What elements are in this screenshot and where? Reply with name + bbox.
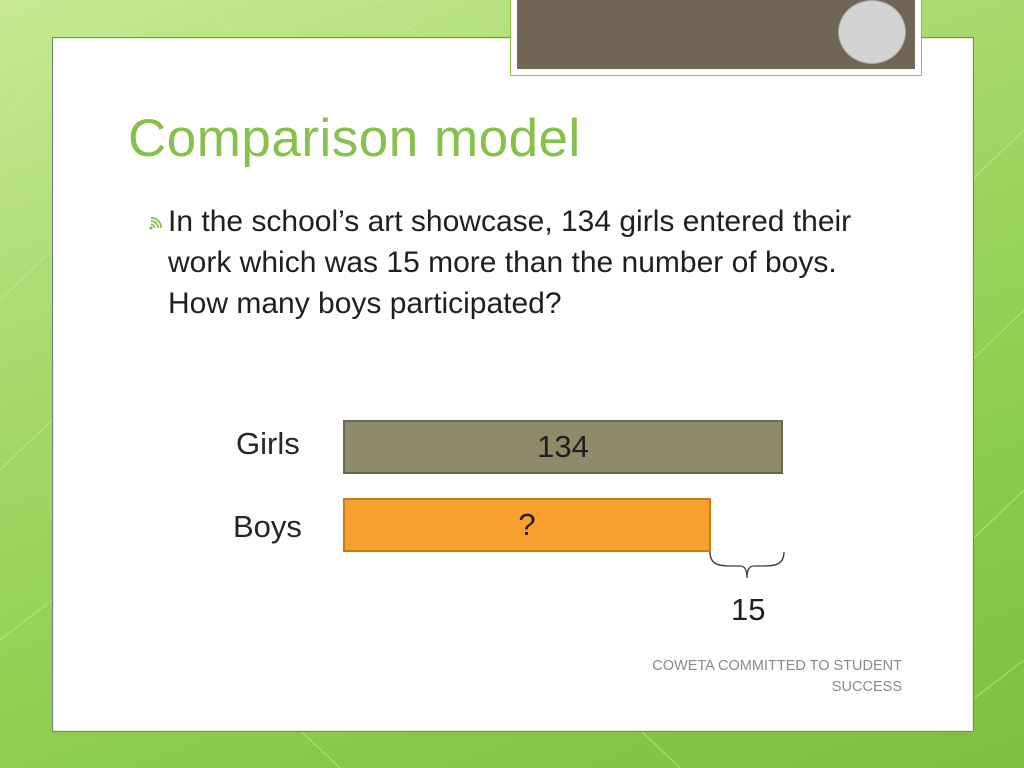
girls-bar: 134 [343, 420, 783, 474]
difference-label: 15 [731, 592, 766, 627]
difference-brace [709, 551, 785, 579]
footer-text: COWETA COMMITTED TO STUDENT SUCCESS [652, 658, 902, 695]
slide-panel [52, 37, 974, 732]
problem-text: In the school’s art showcase, 134 girls … [168, 205, 852, 320]
district-seal-icon [838, 0, 906, 64]
girls-row-label: Girls [236, 426, 300, 461]
slide-title: Comparison model [128, 109, 581, 168]
boys-row-label: Boys [233, 509, 302, 544]
boys-bar-value: ? [518, 507, 536, 542]
girls-bar-value: 134 [537, 429, 589, 464]
boys-bar: ? [343, 498, 711, 552]
wifi-style-bullet-icon [149, 217, 163, 230]
